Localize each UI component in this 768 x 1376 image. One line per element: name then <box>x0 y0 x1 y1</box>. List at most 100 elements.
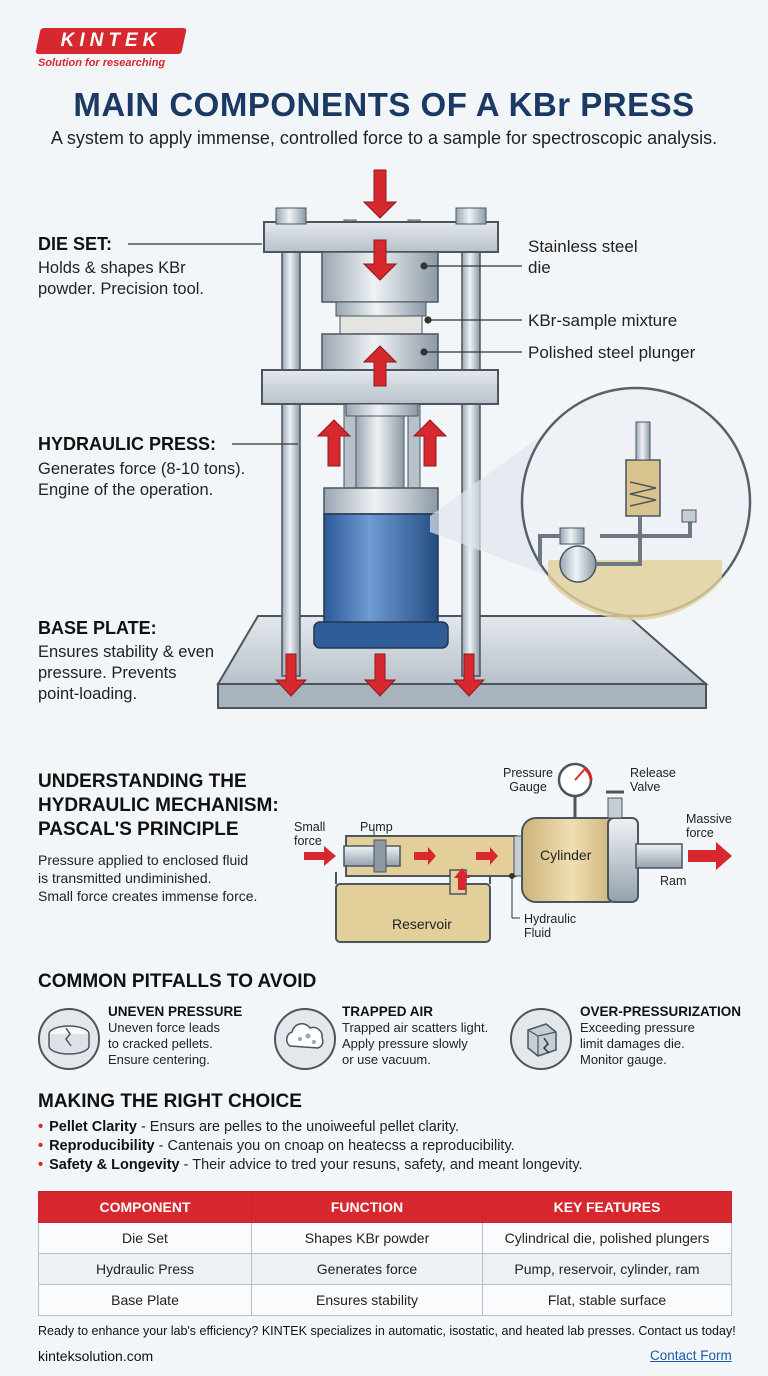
table-row: Die Set Shapes KBr powder Cylindrical di… <box>38 1222 732 1254</box>
mechanism-desc-1: Pressure applied to enclosed fluid <box>38 852 249 868</box>
hydraulic-title: HYDRAULIC PRESS: <box>38 434 217 454</box>
callout-plunger: Polished steel plunger <box>528 343 696 362</box>
pitfall-1-desc-3: Ensure centering. <box>108 1052 210 1067</box>
page-subtitle: A system to apply immense, controlled fo… <box>50 128 718 148</box>
pitfall-1-desc-2: to cracked pellets. <box>108 1036 213 1051</box>
table-row: Base Plate Ensures stability Flat, stabl… <box>38 1284 732 1316</box>
pitfall-1-title: UNEVEN PRESSURE <box>108 1004 243 1019</box>
mechanism-title-2: HYDRAULIC MECHANISM: <box>38 795 279 816</box>
kbr-mixture <box>339 315 423 335</box>
footer-site[interactable]: kinteksolution.com <box>38 1348 154 1364</box>
contact-form-link[interactable]: Contact Form <box>650 1348 732 1363</box>
arrow-small-force <box>304 846 336 866</box>
pitfall-3-desc-1: Exceeding pressure <box>580 1020 695 1035</box>
valve-label-2: Valve <box>630 780 661 794</box>
arrow-up-left <box>316 419 352 467</box>
mechanism-desc-3: Small force creates immense force. <box>38 888 258 904</box>
arrow-massive-force <box>688 842 732 870</box>
ram-rod <box>635 843 683 869</box>
table-cell: Shapes KBr powder <box>251 1222 483 1254</box>
die-set-desc-2: powder. Precision tool. <box>38 280 205 298</box>
table-cell: Cylindrical die, polished plungers <box>482 1222 732 1254</box>
arrow-die <box>362 239 398 281</box>
arrow-top <box>362 169 398 219</box>
damaged-die-icon <box>510 1008 572 1070</box>
table-cell: Pump, reservoir, cylinder, ram <box>482 1253 732 1285</box>
table-cell: Ensures stability <box>251 1284 483 1316</box>
ram-collar <box>345 403 419 417</box>
ram-label: Ram <box>660 874 687 888</box>
hydraulic-cylinder <box>323 513 439 627</box>
pitfall-2-title: TRAPPED AIR <box>342 1004 434 1019</box>
magnified-pump <box>538 421 722 621</box>
arrow-base-1 <box>274 653 308 697</box>
valve-label-1: Release <box>630 766 676 780</box>
choice-item-2: •Reproducibility - Cantenais you on cnoa… <box>38 1138 515 1154</box>
callout-mixture: KBr-sample mixture <box>528 311 678 330</box>
die-set-desc-1: Holds & shapes KBr <box>38 259 186 277</box>
table-cell: Hydraulic Press <box>38 1253 252 1285</box>
bullet-dot: • <box>38 1138 44 1154</box>
bullet-dot: • <box>38 1119 44 1135</box>
gauge-label-1: Pressure <box>502 766 554 780</box>
fluid-label-2: Fluid <box>524 926 552 940</box>
reservoir <box>335 883 491 943</box>
die-set-title: DIE SET: <box>38 234 113 254</box>
table-row: Hydraulic Press Generates force Pump, re… <box>38 1253 732 1285</box>
massive-force-label-2: force <box>686 826 714 840</box>
table-cell: Base Plate <box>38 1284 252 1316</box>
fluid-label-1: Hydraulic <box>524 912 577 926</box>
choice-item-1: •Pellet Clarity - Ensurs are pelles to t… <box>38 1119 460 1135</box>
choice-title: MAKING THE RIGHT CHOICE <box>38 1091 302 1112</box>
base-desc-2: pressure. Prevents <box>38 664 177 682</box>
callout-die-1: Stainless steel <box>528 237 638 256</box>
table-cell: Flat, stable surface <box>482 1284 732 1316</box>
arrow-plunger-up <box>362 345 398 387</box>
bullet-dot: • <box>38 1157 44 1173</box>
base-desc-1: Ensures stability & even <box>38 643 215 661</box>
pump-piston <box>343 845 401 867</box>
cylinder-endcap <box>607 817 639 903</box>
press-illustration <box>128 169 752 709</box>
table-cell: Die Set <box>38 1222 252 1254</box>
release-valve <box>607 797 623 819</box>
mechanism-title-1: UNDERSTANDING THE <box>38 771 247 792</box>
nut-right <box>455 207 487 225</box>
hydraulic-desc-2: Engine of the operation. <box>38 481 214 499</box>
base-desc-3: point-loading. <box>38 685 138 703</box>
hydraulic-desc-1: Generates force (8-10 tons). <box>38 460 246 478</box>
pitfall-2-desc-1: Trapped air scatters light. <box>342 1020 489 1035</box>
logo-tagline: Solution for researching <box>38 57 166 69</box>
table-cell: Generates force <box>251 1253 483 1285</box>
small-force-label-1: Small <box>294 820 326 834</box>
table-header: KEY FEATURES <box>482 1191 732 1223</box>
cylinder-label: Cylinder <box>540 847 592 863</box>
hydraulic-schematic <box>304 762 732 943</box>
pump-label: Pump <box>360 820 393 834</box>
arrow-base-2 <box>363 653 397 697</box>
nut-left <box>275 207 307 225</box>
base-title: BASE PLATE: <box>38 618 157 638</box>
pitfall-3-title: OVER-PRESSURIZATION <box>580 1004 742 1019</box>
reservoir-label: Reservoir <box>392 916 452 932</box>
pillar-right-front <box>461 221 481 677</box>
page-title: MAIN COMPONENTS OF A KBr PRESS <box>73 86 695 123</box>
footer-cta: Ready to enhance your lab's efficiency? … <box>38 1324 736 1338</box>
gauge-label-2: Gauge <box>509 780 547 794</box>
pillar-left-front <box>281 221 301 677</box>
massive-force-label-1: Massive <box>686 812 732 826</box>
pitfall-3-desc-3: Monitor gauge. <box>580 1052 667 1067</box>
mechanism-desc-2: is transmitted undiminished. <box>38 870 212 886</box>
pitfall-1-desc-1: Uneven force leads <box>108 1020 221 1035</box>
ram <box>355 415 405 499</box>
pitfall-3-desc-2: limit damages die. <box>580 1036 685 1051</box>
logo-text: KINTEK <box>60 30 162 51</box>
mechanism-title-3: PASCAL'S PRINCIPLE <box>38 819 239 840</box>
pitfalls-title: COMMON PITFALLS TO AVOID <box>38 971 317 992</box>
pitfall-2-desc-2: Apply pressure slowly <box>342 1036 468 1051</box>
table-header-row: COMPONENT FUNCTION KEY FEATURES <box>38 1191 732 1223</box>
air-cloud-icon <box>274 1008 336 1070</box>
callout-die-2: die <box>528 258 551 277</box>
table-header: COMPONENT <box>38 1191 252 1223</box>
components-table: COMPONENT FUNCTION KEY FEATURES Die Set … <box>38 1191 732 1316</box>
